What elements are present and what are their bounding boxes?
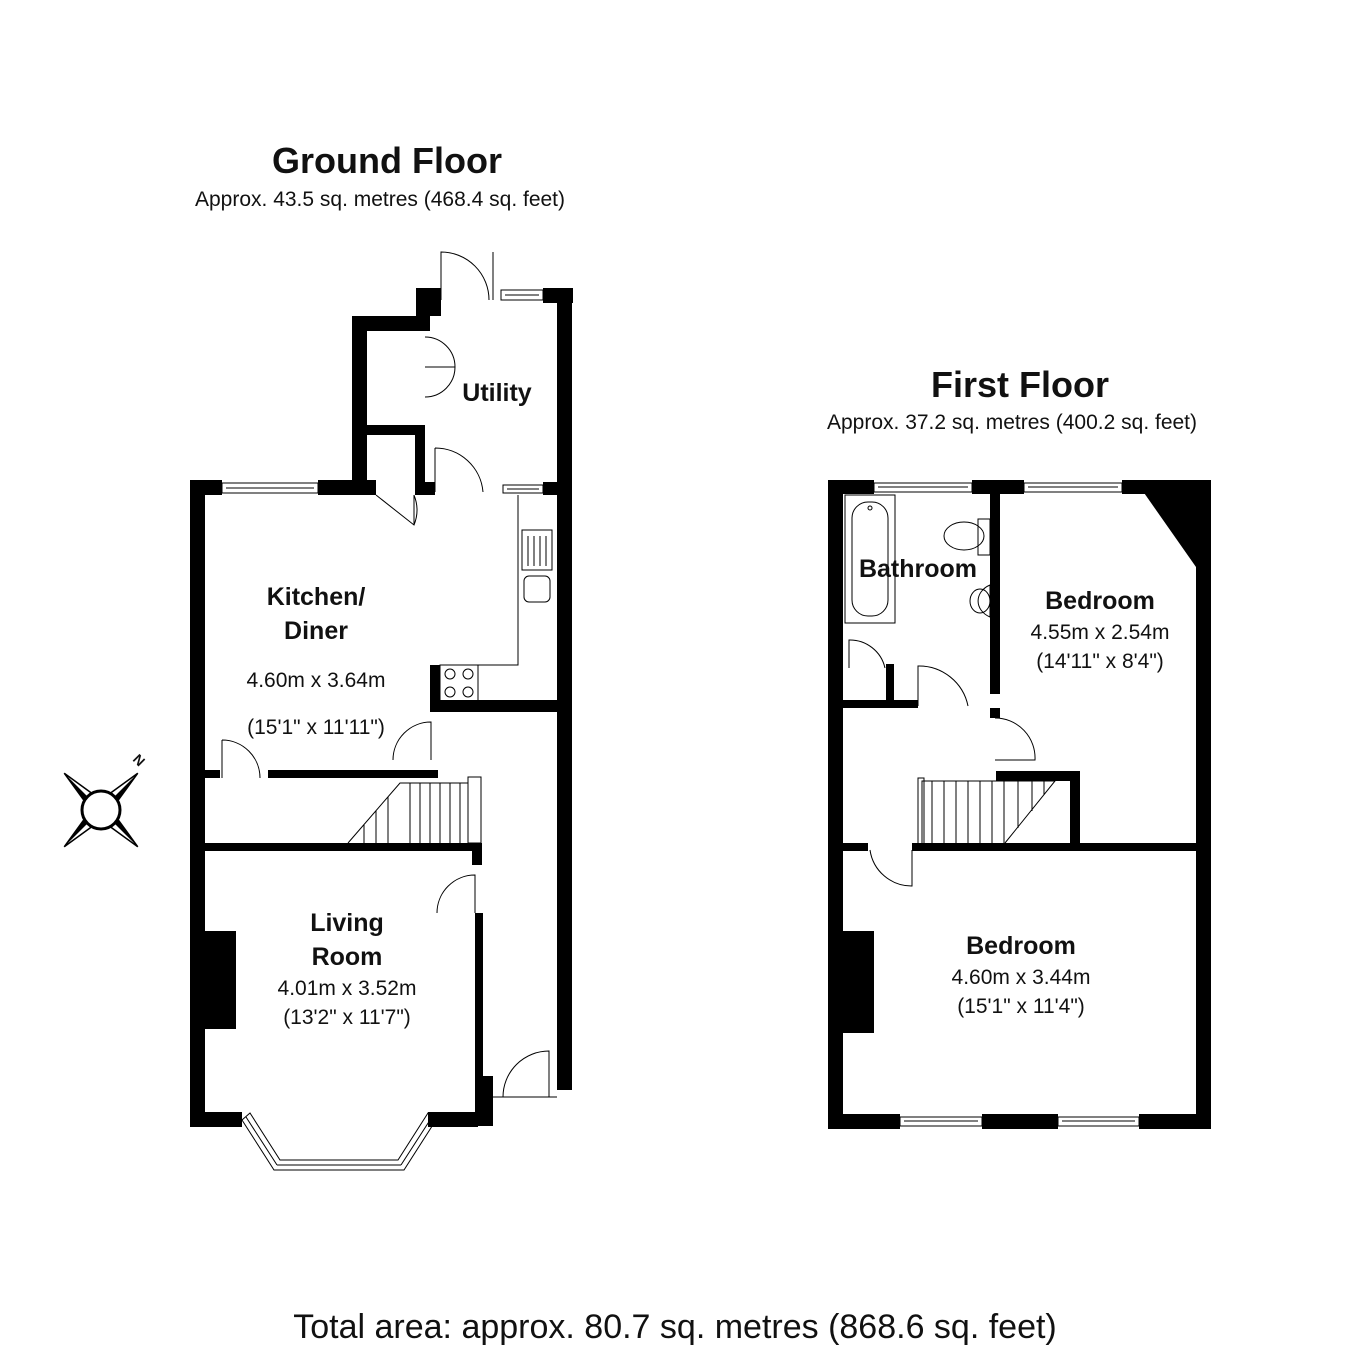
- ground-floor-area: Approx. 43.5 sq. metres (468.4 sq. feet): [194, 188, 566, 211]
- room-bedroom-rear: Bedroom 4.55m x 2.54m (14'11" x 8'4"): [1000, 584, 1200, 676]
- room-bedroom-front: Bedroom 4.60m x 3.44m (15'1" x 11'4"): [921, 929, 1121, 1021]
- room-name-bathroom: Bathroom: [858, 555, 978, 583]
- door: [917, 665, 969, 707]
- first-floor-area: Approx. 37.2 sq. metres (400.2 sq. feet): [826, 411, 1198, 434]
- window: [899, 1116, 983, 1127]
- door: [424, 336, 456, 398]
- door: [392, 721, 432, 761]
- door: [434, 447, 484, 493]
- room-dim-metric: 4.60m x 3.64m: [246, 669, 386, 692]
- first-floor-fixtures: [844, 482, 1140, 1127]
- wall: [425, 482, 435, 495]
- room-dim-imperial: (13'2" x 11'7"): [283, 1006, 411, 1029]
- room-dim-imperial: (15'1" x 11'11"): [247, 716, 385, 739]
- wall: [990, 494, 1000, 694]
- wall: [318, 480, 376, 495]
- wall: [367, 425, 425, 435]
- wall: [828, 1114, 900, 1129]
- wall: [205, 843, 480, 851]
- door: [440, 251, 490, 301]
- window: [1023, 482, 1123, 493]
- room-dim-metric: 4.55m x 2.54m: [1030, 621, 1170, 644]
- room-name-bedroom: Bedroom: [966, 932, 1076, 960]
- door: [375, 494, 418, 526]
- first-floor-plan: [828, 480, 1211, 1129]
- bay-window: [241, 1112, 437, 1171]
- wall: [205, 770, 220, 778]
- sink: [523, 575, 551, 603]
- room-dim-metric: 4.01m x 3.52m: [277, 977, 417, 1000]
- chimney-breast: [205, 931, 236, 1029]
- ground-floor-plan: [190, 288, 573, 1127]
- wall: [543, 482, 557, 495]
- window: [221, 482, 319, 494]
- room-living-room: Living Room 4.01m x 3.52m (13'2" x 11'7"…: [247, 906, 447, 1032]
- wall: [430, 700, 557, 712]
- ground-floor-fixtures: [221, 251, 557, 1171]
- basin: [977, 584, 991, 618]
- wall: [428, 1112, 478, 1127]
- window: [502, 484, 544, 494]
- wall: [1070, 771, 1080, 843]
- wall: [472, 843, 482, 865]
- bath: [844, 494, 896, 624]
- first-floor-title: First Floor: [931, 364, 1109, 405]
- room-name-bedroom: Bedroom: [1045, 587, 1155, 615]
- chimney-breast: [1135, 480, 1211, 567]
- wall: [886, 664, 894, 708]
- wall: [352, 316, 367, 495]
- room-name-kitchen-diner: Kitchen/ Diner: [266, 583, 366, 645]
- wall: [843, 843, 868, 851]
- window: [873, 482, 973, 493]
- room-dim-imperial: (15'1" x 11'4"): [957, 995, 1085, 1018]
- kitchen-counter: [440, 495, 519, 666]
- hob: [439, 664, 479, 702]
- staircase: [917, 777, 1057, 847]
- wall: [990, 708, 1000, 718]
- room-dim-imperial: (14'11" x 8'4"): [1036, 650, 1164, 673]
- wall: [912, 843, 1196, 851]
- room-kitchen-diner: Kitchen/ Diner 4.60m x 3.64m (15'1" x 11…: [216, 562, 416, 760]
- wall: [352, 316, 430, 331]
- toilet: [943, 518, 991, 556]
- wall: [416, 288, 441, 316]
- chimney-breast: [843, 931, 874, 1033]
- wall: [557, 288, 572, 1090]
- wall: [415, 425, 425, 495]
- drainer: [521, 529, 553, 571]
- room-name-living-room: Living Room: [310, 909, 384, 971]
- room-name-utility: Utility: [462, 379, 532, 407]
- wall: [1139, 1114, 1211, 1129]
- door: [221, 739, 261, 779]
- wall: [190, 480, 205, 1126]
- wall: [828, 480, 843, 1129]
- window: [500, 289, 544, 301]
- wall: [982, 1114, 1058, 1129]
- staircase: [347, 776, 482, 844]
- door: [848, 639, 886, 669]
- room-dim-metric: 4.60m x 3.44m: [951, 966, 1091, 989]
- wall: [972, 480, 1024, 494]
- wall: [475, 913, 483, 1113]
- wall: [843, 700, 918, 708]
- wall: [190, 1112, 242, 1127]
- wall: [430, 665, 440, 712]
- door: [869, 849, 913, 887]
- wall: [190, 480, 222, 495]
- door: [994, 717, 1036, 761]
- wall: [1196, 480, 1211, 1129]
- door: [436, 874, 476, 914]
- wall: [996, 771, 1078, 781]
- door: [502, 1050, 550, 1098]
- wall: [268, 770, 438, 778]
- total-area: Total area: approx. 80.7 sq. metres (868…: [293, 1308, 1057, 1346]
- compass-icon: [63, 772, 139, 848]
- window: [1057, 1116, 1140, 1127]
- wall: [828, 480, 874, 494]
- ground-floor-title: Ground Floor: [272, 140, 502, 181]
